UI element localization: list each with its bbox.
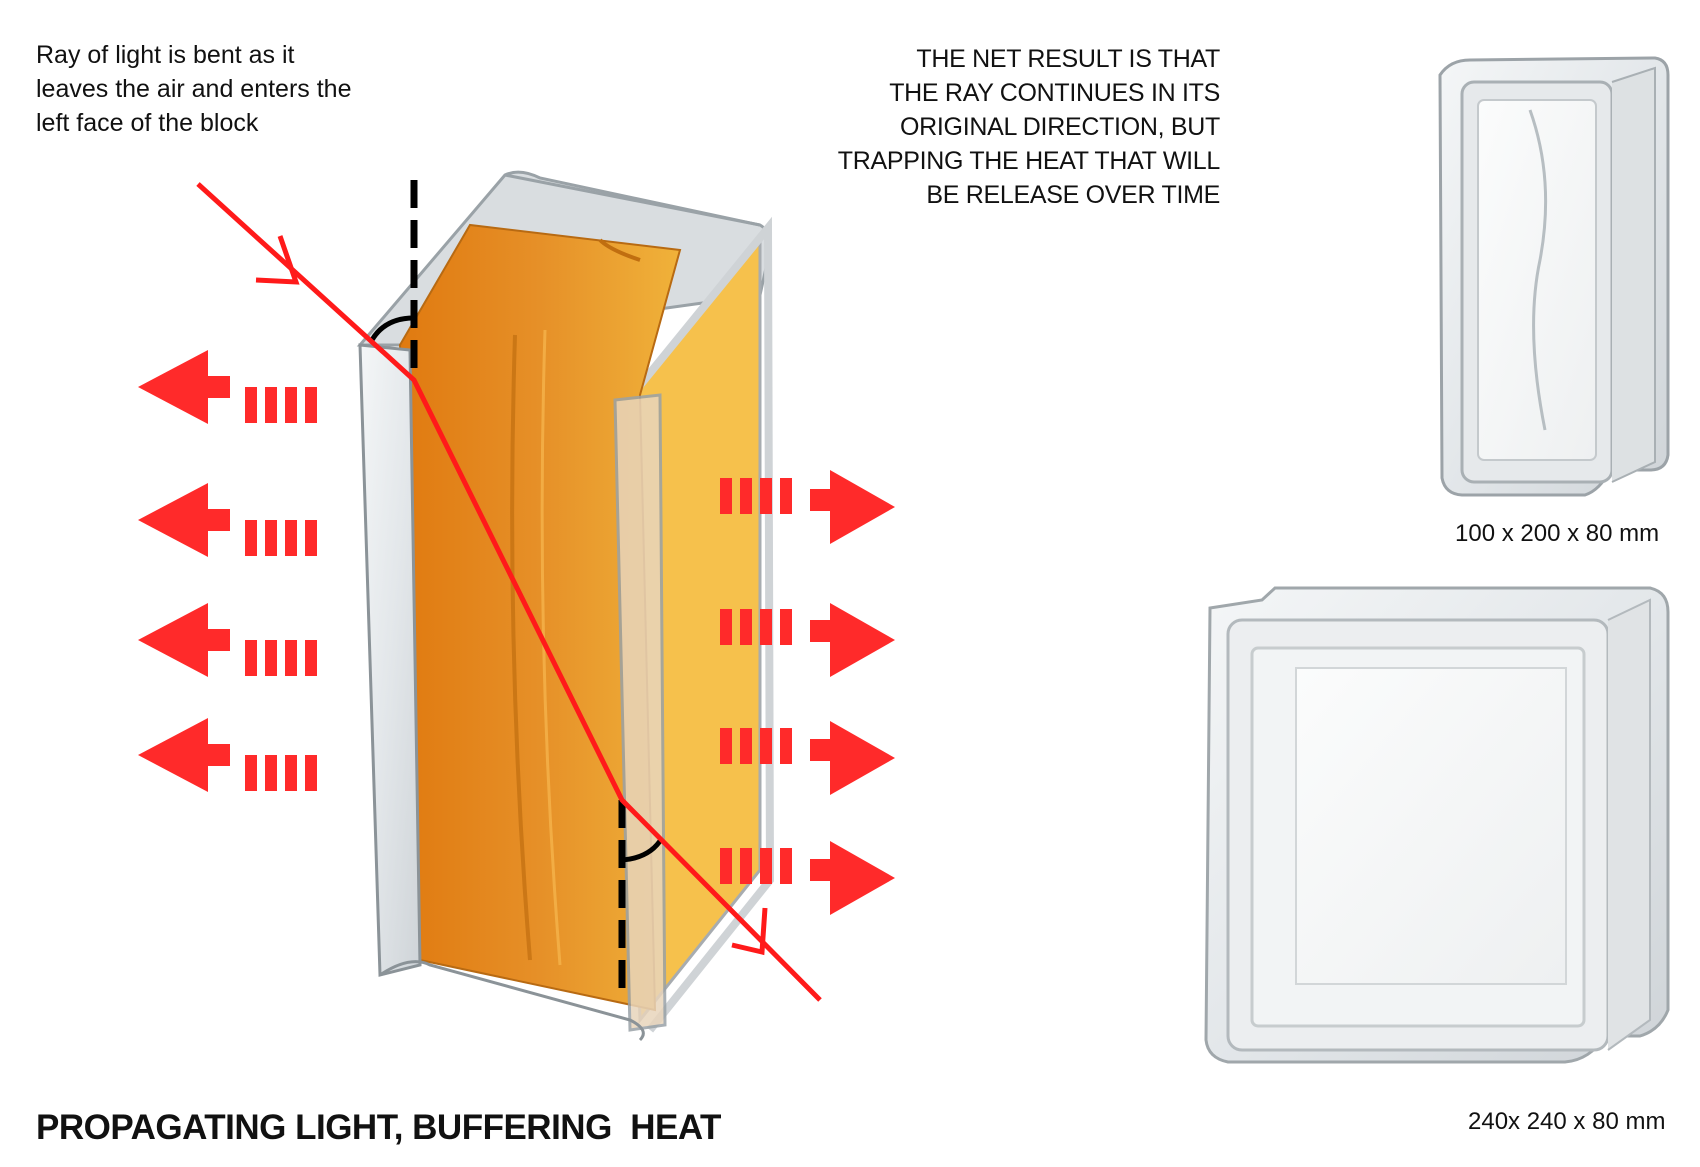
heat-arrow-left-2 [138,483,317,557]
annotation-right-line-5: BE RELEASE OVER TIME [926,181,1220,209]
heat-arrows-left [138,350,317,792]
heat-arrow-left-1 [138,350,317,424]
heat-arrow-left-4 [138,718,317,792]
annotation-left-line-3: left face of the block [36,109,259,137]
heat-arrows-right [720,470,895,915]
annotation-right-line-2: THE RAY CONTINUES IN ITS [889,79,1220,107]
annotation-refraction-note: Ray of light is bent as it leaves the ai… [36,38,396,140]
annotation-net-result: THE NET RESULT IS THAT THE RAY CONTINUES… [790,42,1221,212]
heat-arrow-left-3 [138,603,317,677]
angle-arc-entry [369,315,415,342]
dimension-label-square-block: 240x 240 x 80 mm [1468,1108,1666,1135]
product-image-tall-block [1438,56,1670,497]
heat-arrow-right-2 [720,603,895,677]
heat-arrow-right-3 [720,721,895,795]
page-title: PROPAGATING LIGHT, BUFFERING HEAT [36,1108,721,1147]
annotation-right-line-1: THE NET RESULT IS THAT [916,45,1220,73]
product-image-square-block [1204,586,1670,1064]
light-ray [196,182,822,1002]
glass-block-orange [356,170,775,1042]
annotation-left-line-2: leaves the air and enters the [36,75,352,103]
annotation-right-line-4: TRAPPING THE HEAT THAT WILL [837,147,1221,175]
annotation-left-line-1: Ray of light is bent as it [36,41,295,69]
heat-arrow-right-4 [720,841,895,915]
heat-arrow-right-1 [720,470,895,544]
annotation-right-line-3: ORIGINAL DIRECTION, BUT [900,113,1220,141]
dimension-label-tall-block: 100 x 200 x 80 mm [1455,520,1660,547]
